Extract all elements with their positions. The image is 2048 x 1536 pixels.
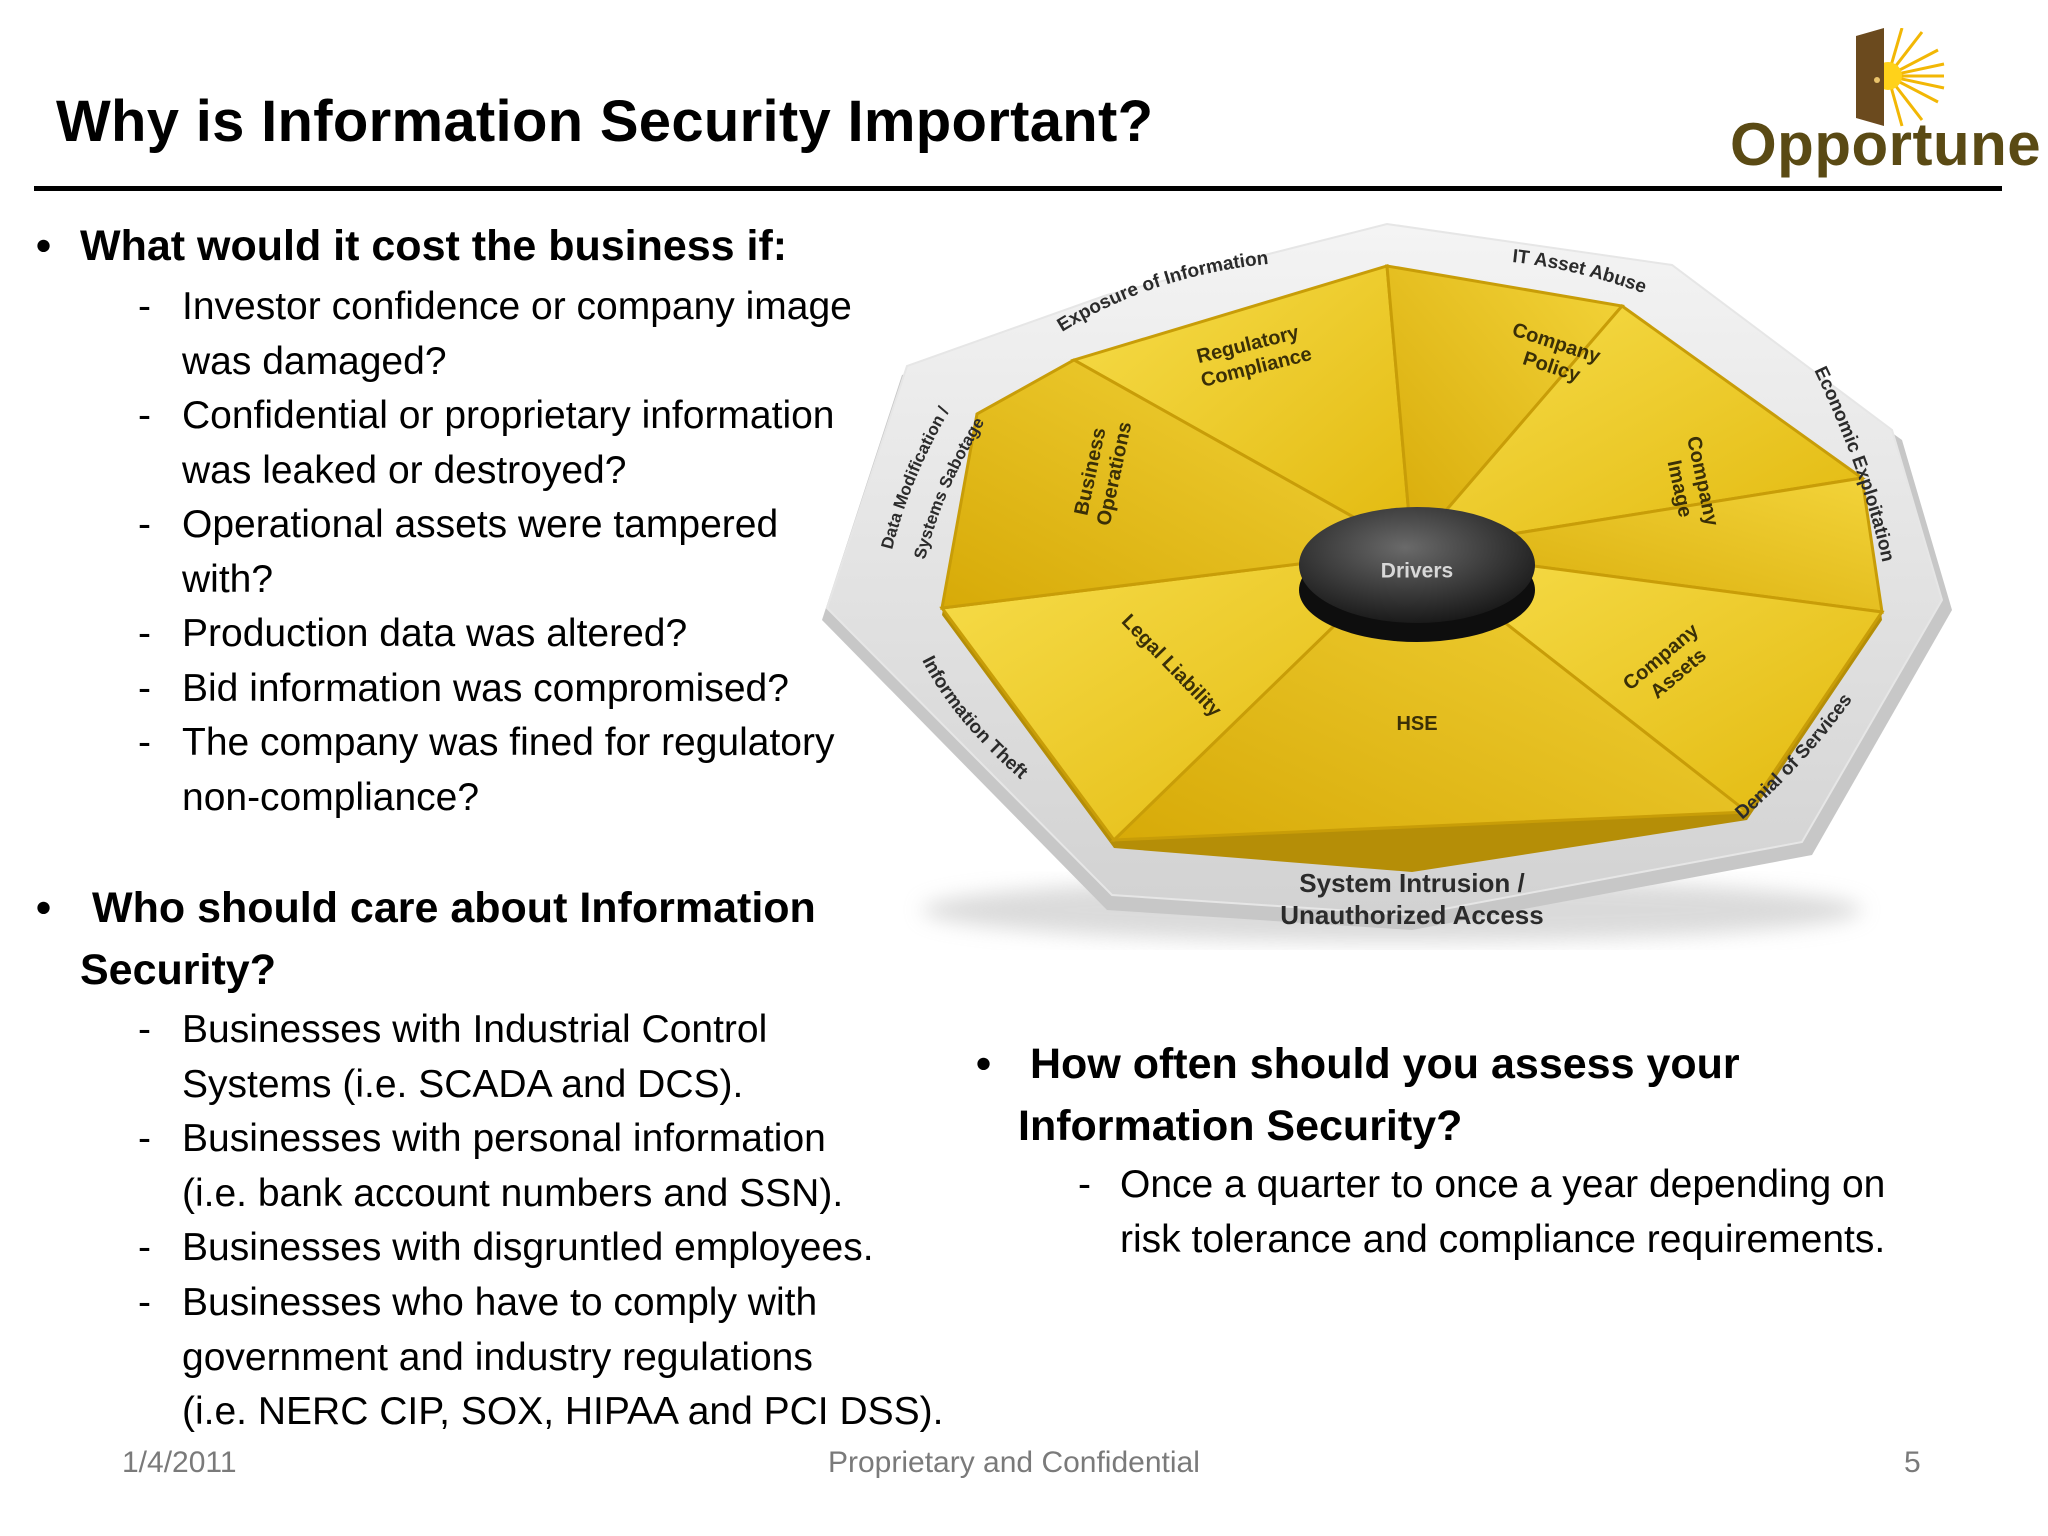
dash-marker: - — [138, 1008, 151, 1051]
bullet-marker: • — [36, 222, 52, 270]
cost-item-2-line-2: was leaked or destroyed? — [182, 448, 627, 492]
cost-item-3: Operational assets were tampered with? — [182, 498, 778, 607]
how-heading-line-2: Information Security? — [1018, 1102, 1463, 1150]
footer-page-number: 5 — [1904, 1446, 1921, 1479]
cost-item-2-line-1: Confidential or proprietary information — [182, 394, 835, 437]
segment-business-operations — [940, 358, 1417, 610]
dash-marker: - — [138, 1226, 151, 1269]
cost-item-1-line-1: Investor confidence or company image — [182, 285, 852, 328]
label-unauthorized-access: Unauthorized Access — [1280, 900, 1543, 930]
who-item-1: Businesses with Industrial Control Syste… — [182, 1003, 767, 1112]
dash-marker: - — [138, 503, 151, 546]
hub-label: Drivers — [1381, 560, 1453, 583]
label-system-intrusion: System Intrusion / — [1299, 868, 1524, 898]
dash-marker: - — [138, 721, 151, 764]
who-item-4-line-2: government and industry regulations — [182, 1335, 813, 1379]
cost-item-4: Production data was altered? — [182, 612, 688, 655]
who-heading-line-1: Who should care about Information — [92, 884, 816, 932]
how-item-1-line-2: risk tolerance and compliance requiremen… — [1120, 1217, 1886, 1261]
cost-item-3-line-1: Operational assets were tampered — [182, 503, 779, 546]
dash-marker: - — [138, 394, 151, 437]
who-item-4-line-3: (i.e. NERC CIP, SOX, HIPAA and PCI DSS). — [182, 1390, 944, 1433]
footer-confidential: Proprietary and Confidential — [828, 1446, 1200, 1479]
door-with-sunburst-icon — [1856, 28, 1945, 127]
cost-item-1-line-2: was damaged? — [182, 339, 447, 383]
cost-item-6: The company was fined for regulatory non… — [182, 716, 835, 825]
company-logo: Opportune — [1730, 28, 2042, 178]
who-item-3: Businesses with disgruntled employees. — [182, 1226, 874, 1269]
footer-date: 1/4/2011 — [122, 1446, 237, 1479]
cost-item-5: Bid information was compromised? — [182, 667, 789, 710]
cost-item-6-line-2: non-compliance? — [182, 775, 480, 819]
cost-item-3-line-2: with? — [182, 557, 274, 601]
how-heading-line-1: How often should you assess your — [1030, 1040, 1740, 1088]
cost-item-1: Investor confidence or company image was… — [182, 280, 852, 389]
drivers-hub — [1299, 507, 1535, 623]
who-item-2-line-2: (i.e. bank account numbers and SSN). — [182, 1171, 844, 1215]
dash-marker: - — [138, 285, 151, 328]
bullet-marker: • — [36, 884, 52, 932]
title-divider — [34, 186, 2002, 191]
dash-marker: - — [138, 612, 151, 655]
how-item-1: Once a quarter to once a year depending … — [1120, 1158, 1885, 1267]
security-drivers-diagram: Drivers Regulatory Compliance Company Po… — [822, 222, 1952, 942]
who-item-1-line-2: Systems (i.e. SCADA and DCS). — [182, 1062, 744, 1106]
dash-marker: - — [1078, 1163, 1091, 1206]
how-item-1-line-1: Once a quarter to once a year depending … — [1120, 1163, 1886, 1206]
dash-marker: - — [138, 667, 151, 710]
cost-item-6-line-1: The company was fined for regulatory — [182, 721, 835, 764]
who-item-4-line-1: Businesses who have to comply with — [182, 1281, 818, 1324]
who-item-2: Businesses with personal information (i.… — [182, 1112, 843, 1221]
dash-marker: - — [138, 1117, 151, 1160]
label-hse: HSE — [1396, 713, 1437, 735]
dash-marker: - — [138, 1281, 151, 1324]
who-heading-line-2: Security? — [80, 946, 276, 994]
cost-item-2: Confidential or proprietary information … — [182, 389, 835, 498]
who-item-2-line-1: Businesses with personal information — [182, 1117, 826, 1160]
who-item-4: Businesses who have to comply with gover… — [182, 1276, 943, 1440]
cost-heading: What would it cost the business if: — [80, 222, 788, 270]
logo-wordmark: Opportune — [1730, 111, 2042, 178]
slide-title: Why is Information Security Important? — [56, 89, 1154, 154]
who-item-1-line-1: Businesses with Industrial Control — [182, 1008, 768, 1051]
bullet-marker: • — [976, 1040, 992, 1088]
